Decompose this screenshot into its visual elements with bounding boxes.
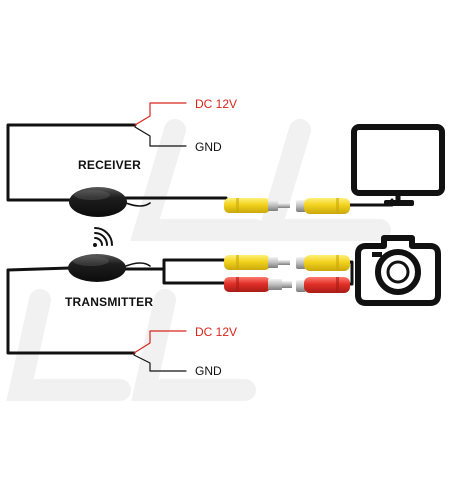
transmitter-wiring [6,258,354,372]
background-watermark [6,119,391,401]
rca-jack-video-monitor [296,198,350,214]
receiver-wiring [6,102,394,207]
transmitter-module [68,254,126,282]
wireless-signal-icon [93,227,113,247]
receiver-ground-label: GND [195,140,222,154]
dc-jack-power-camera [296,277,350,293]
rca-plug-video-receiver [224,198,290,213]
receiver-module [69,187,127,217]
transmitter-power-label: DC 12V [195,325,238,339]
receiver-power-label: DC 12V [195,97,238,111]
rca-plug-video-transmitter [224,255,290,270]
camera-icon [355,235,441,306]
monitor-icon [351,124,445,206]
rca-jack-video-camera [296,255,350,271]
transmitter-title: TRANSMITTER [65,295,154,309]
dc-plug-power-transmitter [224,277,292,292]
transmitter-ground-label: GND [195,364,222,378]
receiver-title: RECEIVER [78,158,141,172]
